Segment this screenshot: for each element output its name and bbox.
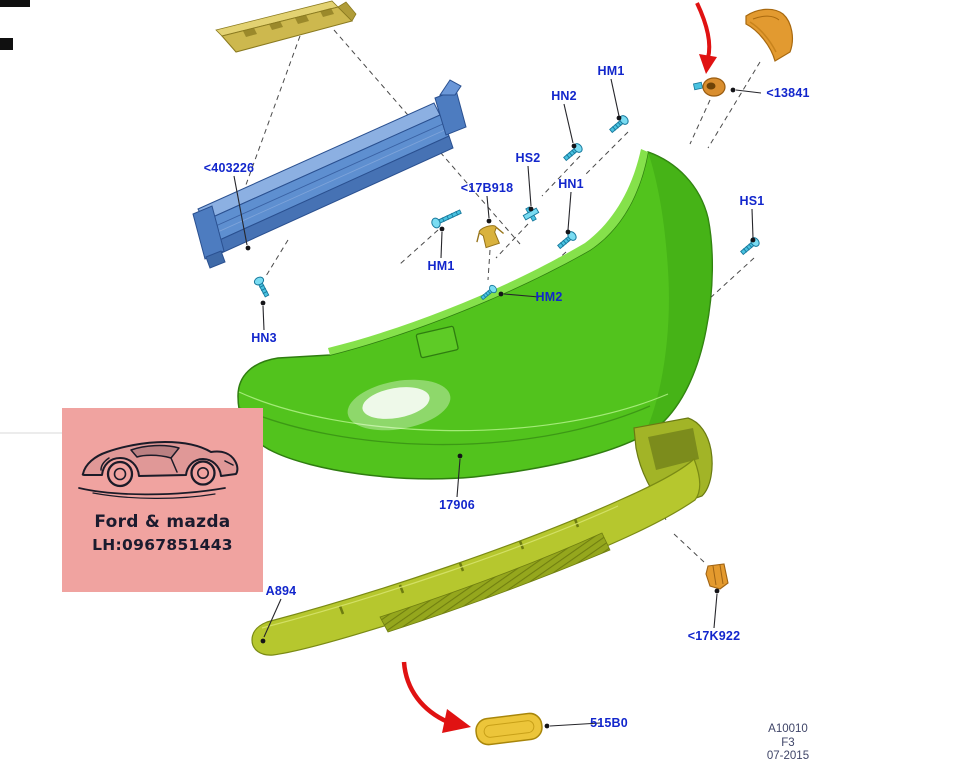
foam-absorber-shape <box>215 0 357 53</box>
sports-car-logo <box>77 441 238 499</box>
part-label-17k922: <17K922 <box>687 629 741 643</box>
bolt-hn3 <box>252 275 272 299</box>
part-label-hm1-upper: HM1 <box>597 64 625 78</box>
part-label-hm1-mid: HM1 <box>427 259 455 273</box>
part-label-hs1: HS1 <box>739 194 765 208</box>
part-label-a894: A894 <box>265 584 297 598</box>
watermark-brand-text: Ford & mazda <box>94 512 231 532</box>
grommet-13841-shape <box>692 77 726 97</box>
part-label-hs2: HS2 <box>515 151 541 165</box>
part-label-hn3: HN3 <box>251 331 277 345</box>
impact-bar-shape <box>192 79 467 269</box>
part-label-hn1: HN1 <box>558 177 584 191</box>
lower-valance-shape <box>251 417 713 656</box>
screw-hs1 <box>738 235 762 258</box>
part-label-17b918: <17B918 <box>460 181 514 195</box>
part-label-hm2: HM2 <box>535 290 563 304</box>
bolt-hm1-mid <box>429 206 464 230</box>
sheet-code: F3 <box>781 736 795 749</box>
drawing-number: A10010 <box>768 723 808 735</box>
leader-lines <box>233 78 762 727</box>
watermark-card: Ford & mazda LH:0967851443 <box>62 408 263 592</box>
part-label-hn2: HN2 <box>551 89 577 103</box>
corner-bracket-shape <box>745 8 793 62</box>
scan-artifact-marks <box>0 0 30 50</box>
reflector-515b0-shape <box>475 712 543 746</box>
date-code: 07-2015 <box>766 750 810 762</box>
watermark-phone-text: LH:0967851443 <box>92 536 233 554</box>
bumper-cover-shape <box>237 149 714 480</box>
clip-17k922-shape <box>705 563 729 590</box>
part-label-13841: <13841 <box>766 86 810 100</box>
title-block: A10010 F3 07-2015 <box>752 723 824 764</box>
part-label-17906: 17906 <box>439 498 475 512</box>
leader-dots <box>245 87 756 729</box>
part-label-515b0: 515B0 <box>590 716 628 730</box>
clip-17b918-shape <box>476 225 505 249</box>
red-arrow-bottom-icon <box>401 661 471 733</box>
part-label-403226: <403226 <box>203 161 255 175</box>
red-arrow-top-icon <box>695 2 717 74</box>
